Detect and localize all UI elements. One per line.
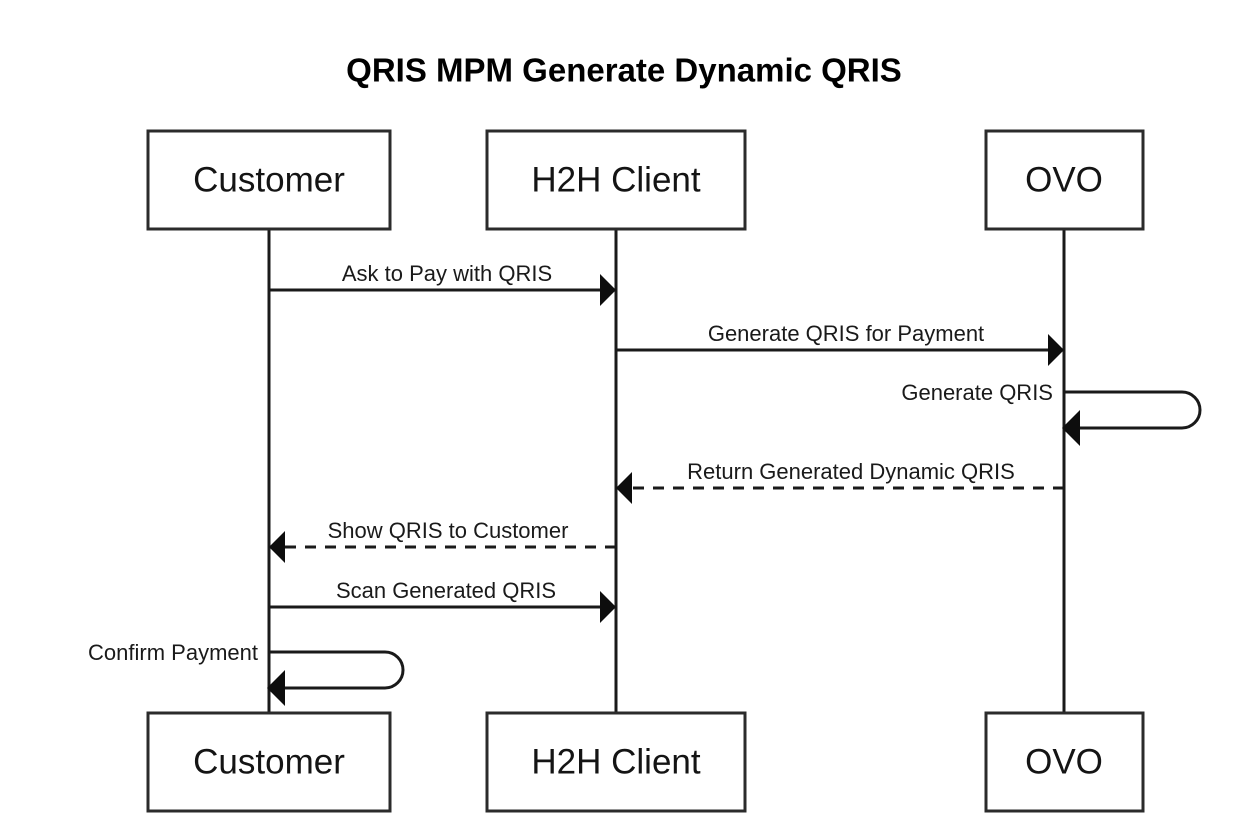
- arrow-head-right-1: [600, 274, 616, 306]
- participant-box-h2h-footer: [485, 711, 747, 813]
- message-label-5: Show QRIS to Customer: [328, 518, 569, 543]
- message-label-3: Generate QRIS: [901, 380, 1053, 405]
- participant-label-ovo-footer: OVO: [1025, 742, 1103, 781]
- arrow-head-left-4: [616, 472, 632, 504]
- page-title: QRIS MPM Generate Dynamic QRIS: [346, 52, 902, 89]
- participant-header-customer[interactable]: Customer: [146, 129, 392, 231]
- message-scan-generated-qris[interactable]: Scan Generated QRIS: [269, 578, 616, 623]
- message-label-2: Generate QRIS for Payment: [708, 321, 984, 346]
- participant-label-h2h: H2H Client: [531, 160, 700, 199]
- participant-box-h2h: [485, 129, 747, 231]
- self-loop-path-ovo: [1064, 390, 1202, 430]
- message-generate-qris-for-payment[interactable]: Generate QRIS for Payment: [616, 321, 1064, 366]
- participant-label-ovo: OVO: [1025, 160, 1103, 199]
- arrow-head-left-5: [269, 531, 285, 563]
- message-return-generated-dynamic-qris[interactable]: Return Generated Dynamic QRIS: [616, 459, 1064, 504]
- participant-box-ovo-footer: [984, 711, 1145, 813]
- message-confirm-payment-self[interactable]: Confirm Payment: [88, 640, 405, 706]
- message-show-qris-to-customer[interactable]: Show QRIS to Customer: [269, 518, 616, 563]
- participant-label-h2h-footer: H2H Client: [531, 742, 700, 781]
- message-generate-qris-self[interactable]: Generate QRIS: [901, 380, 1202, 446]
- message-label-4: Return Generated Dynamic QRIS: [687, 459, 1015, 484]
- participant-box-ovo: [984, 129, 1145, 231]
- participant-footer-h2h[interactable]: H2H Client: [485, 711, 747, 813]
- participant-label-customer: Customer: [193, 160, 345, 199]
- participant-header-ovo[interactable]: OVO: [984, 129, 1145, 231]
- participant-box-customer: [146, 129, 392, 231]
- arrow-head-right-2: [1048, 334, 1064, 366]
- participant-header-h2h[interactable]: H2H Client: [485, 129, 747, 231]
- message-label-6: Scan Generated QRIS: [336, 578, 556, 603]
- message-label-1: Ask to Pay with QRIS: [342, 261, 552, 286]
- participant-footer-customer[interactable]: Customer: [146, 711, 392, 813]
- participant-label-customer-footer: Customer: [193, 742, 345, 781]
- self-loop-path-customer: [269, 650, 405, 690]
- arrow-head-self-customer: [267, 670, 285, 706]
- message-label-7: Confirm Payment: [88, 640, 258, 665]
- message-ask-to-pay-with-qris[interactable]: Ask to Pay with QRIS: [269, 261, 616, 306]
- arrow-head-self-ovo: [1062, 410, 1080, 446]
- participant-box-customer-footer: [146, 711, 392, 813]
- participant-footer-ovo[interactable]: OVO: [984, 711, 1145, 813]
- arrow-head-right-6: [600, 591, 616, 623]
